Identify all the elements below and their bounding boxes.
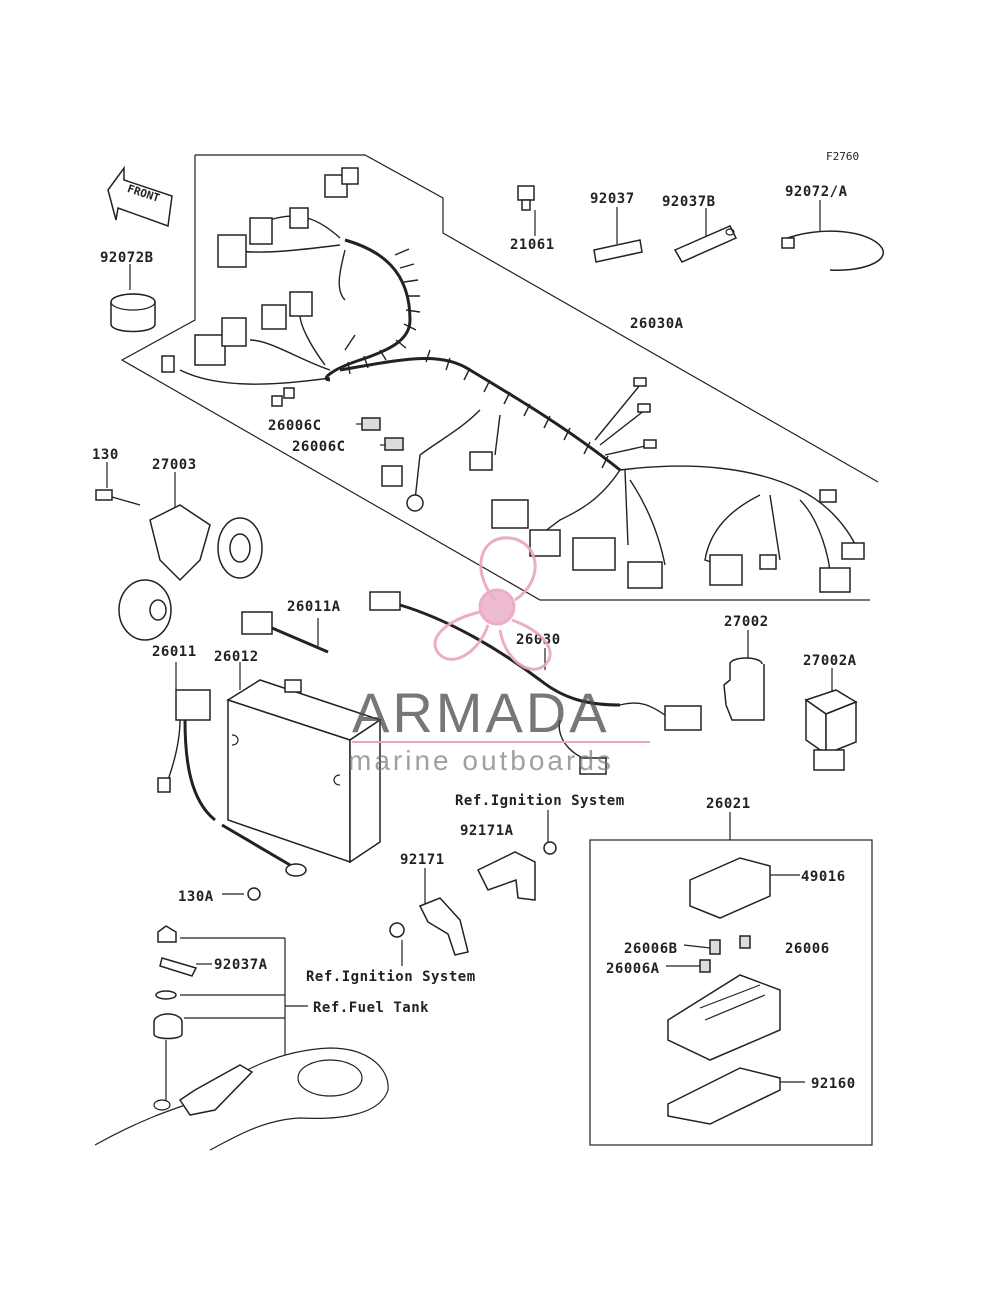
label-92171a: 92171A: [460, 823, 514, 839]
bolt-130a: [222, 887, 261, 901]
label-26011: 26011: [152, 644, 197, 660]
label-27002a: 27002A: [803, 653, 857, 669]
label-26006a: 26006A: [606, 961, 660, 977]
harness-panel-outline: [120, 154, 879, 601]
label-92072a: 92072/A: [785, 184, 848, 200]
cable-26011: [157, 662, 216, 822]
figure-code: F2760: [826, 150, 859, 163]
connector-21061: [517, 185, 536, 236]
label-26006b: 26006B: [624, 941, 678, 957]
label-92037: 92037: [590, 191, 635, 207]
watermark-brand: ARMADA: [352, 681, 610, 744]
label-ref-ignition-2: Ref.Ignition System: [306, 969, 476, 985]
bracket-92171: [389, 868, 469, 966]
battery-lead-26011a: [241, 611, 329, 654]
fuse-26006c: [356, 417, 404, 451]
label-ref-fuel-tank: Ref.Fuel Tank: [313, 1000, 429, 1016]
armada-watermark: ARMADA marine outboards: [348, 536, 650, 776]
label-26030a: 26030A: [630, 316, 684, 332]
main-wire-harness: [179, 215, 861, 576]
label-26030: 26030: [516, 632, 561, 648]
callout-labels: 21061 92037 92037B 92072/A 92072B 26030A…: [92, 184, 857, 1092]
label-26021: 26021: [706, 796, 751, 812]
label-26006: 26006: [785, 941, 830, 957]
label-21061: 21061: [510, 237, 555, 253]
label-92160: 92160: [811, 1076, 856, 1092]
propeller-logo-icon: [433, 536, 552, 671]
label-26011a: 26011A: [287, 599, 341, 615]
label-92037b: 92037B: [662, 194, 716, 210]
label-27003: 27003: [152, 457, 197, 473]
band-92037b: [673, 208, 738, 263]
fuse-box-26021: [589, 812, 873, 1146]
label-26006c-1: 26006C: [268, 418, 322, 434]
fuel-tank-mount: [94, 925, 389, 1151]
label-49016: 49016: [801, 869, 846, 885]
label-130: 130: [92, 447, 119, 463]
horn-27003: [95, 462, 263, 641]
label-26012: 26012: [214, 649, 259, 665]
harness-26030: [369, 591, 702, 775]
harness-connectors: [161, 167, 865, 593]
relay-27002a: [804, 668, 858, 771]
bracket-92171a: [476, 810, 557, 901]
battery-26012: [221, 662, 382, 877]
label-92072b: 92072B: [100, 250, 154, 266]
label-92171: 92171: [400, 852, 445, 868]
watermark-tagline: marine outboards: [348, 745, 614, 776]
grommet-92072b: [110, 264, 156, 333]
label-26006c-2: 26006C: [292, 439, 346, 455]
band-92037: [593, 207, 643, 263]
label-130a: 130A: [178, 889, 214, 905]
front-arrow-icon: FRONT: [107, 165, 173, 228]
label-27002: 27002: [724, 614, 769, 630]
relay-27002: [723, 630, 765, 721]
label-92037a: 92037A: [214, 957, 268, 973]
cable-tie-92072a: [781, 200, 885, 271]
label-ref-ignition-1: Ref.Ignition System: [455, 793, 625, 809]
